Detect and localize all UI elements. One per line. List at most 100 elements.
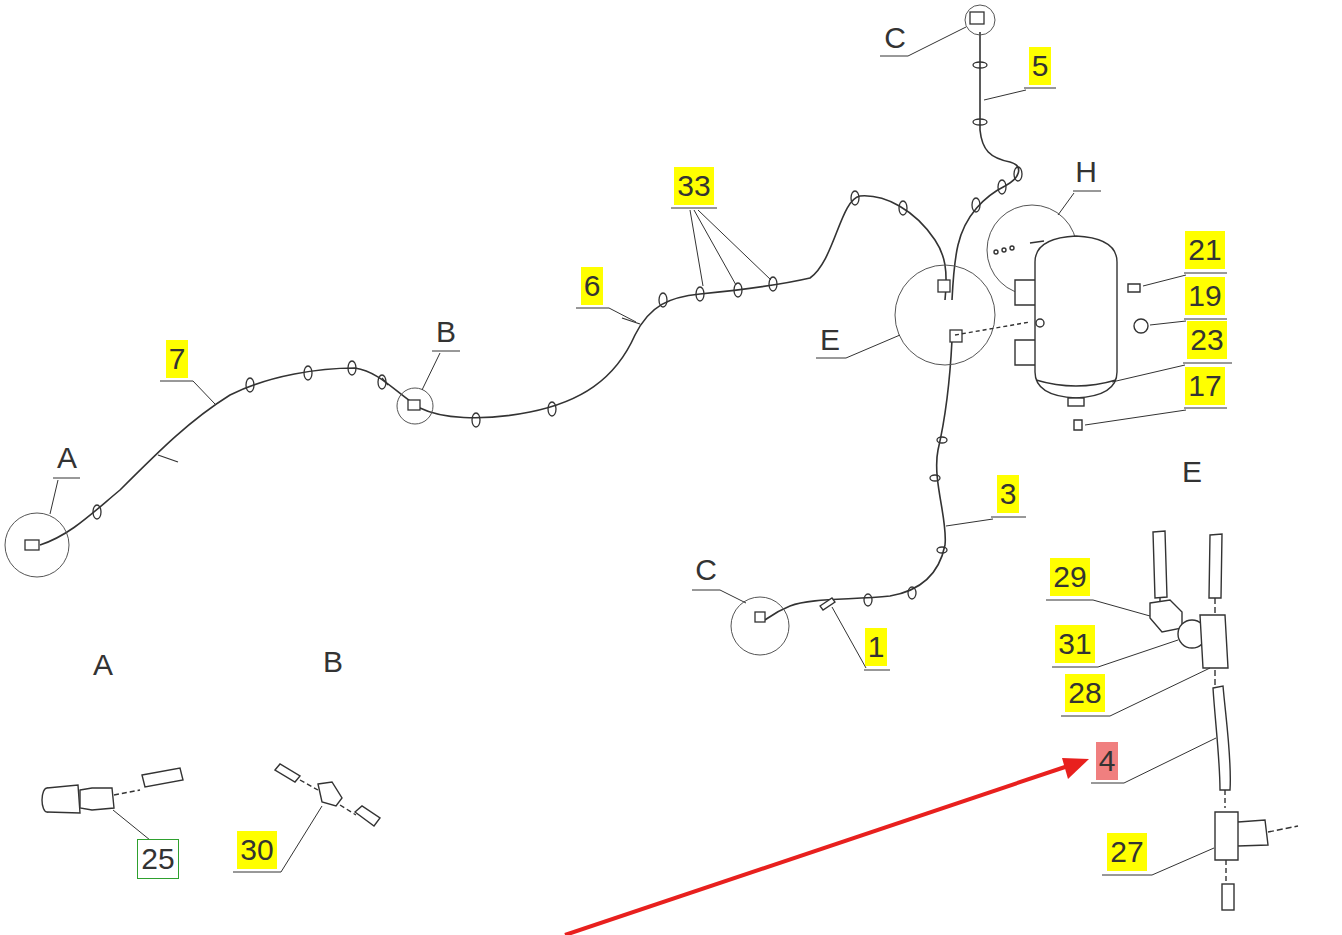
drawing-stroke [142,768,183,787]
drawing-stroke [938,280,950,292]
callout-number: 3 [997,475,1020,513]
callout-number: 28 [1065,674,1104,712]
drawing-stroke [952,32,1019,300]
drawing-stroke [1030,241,1044,243]
drawing-stroke [233,806,322,872]
drawing-stroke [895,265,995,365]
callout-number: 21 [1185,231,1224,269]
drawing-stroke [851,191,859,205]
drawing-stroke [734,283,742,297]
drawing-stroke [300,780,318,790]
drawing-stroke [340,805,356,815]
detail-e-parts [1150,531,1298,910]
drawing-stroke [1061,668,1210,716]
drawing-stroke [1200,615,1228,668]
drawing-stroke [355,806,380,826]
view-letter: A [90,646,116,684]
drawing-stroke [93,505,101,519]
drawing-stroke [25,540,39,550]
drawing-stroke [472,413,480,427]
view-letter: A [54,439,80,477]
drawing-stroke [899,201,907,215]
drawing-stroke [50,478,80,514]
pipe-clip [93,62,1022,606]
drawing-stroke [1035,236,1117,398]
drawing-stroke [160,381,215,404]
drawing-stroke [80,788,114,810]
drawing-stroke [114,790,140,795]
leader-line [50,27,1232,875]
drawing-stroke [692,590,746,603]
fittings [25,12,984,622]
drawing-stroke [765,340,952,620]
drawing-stroke [946,517,1026,526]
drawing-stroke [397,388,433,424]
drawing-stroke [671,208,771,286]
drawing-stroke [970,12,984,24]
drawing-stroke [422,351,460,390]
drawing-stroke [1153,531,1167,598]
callout-number: 4 [1096,742,1119,780]
drawing-stroke [1209,534,1222,598]
drawing-stroke [1222,884,1234,910]
drawing-stroke [1068,398,1084,406]
drawing-stroke [246,378,254,392]
drawing-stroke [937,547,947,553]
drawing-stroke [965,5,995,35]
drawing-stroke [832,607,890,670]
callout-number: 33 [674,167,713,205]
drawing-stroke [1215,812,1268,860]
drawing-stroke [864,594,872,606]
detail-circle [5,5,1077,655]
drawing-stroke [998,180,1006,194]
callout-number: 19 [1185,277,1224,315]
drawing-stroke [304,366,312,380]
drawing-stroke [1058,191,1101,215]
callout-number: 27 [1107,833,1146,871]
drawing-stroke [275,764,300,782]
drawing-stroke [47,785,80,813]
drawing-stroke [113,810,150,840]
callout-number: 29 [1050,558,1089,596]
drawing-stroke [1036,380,1116,386]
drawing-stroke [5,513,69,577]
drawing-stroke [1225,860,1226,882]
callout-number: 1 [865,628,888,666]
view-letter: B [320,643,346,681]
drawing-stroke [973,62,987,68]
drawing-stroke [1074,420,1082,430]
drawing-stroke [950,330,962,342]
drawing-stroke [1128,284,1140,292]
detail-a-b-parts [42,764,380,826]
drawing-stroke [1085,408,1227,425]
drawing-stroke [40,196,946,545]
drawing-stroke [576,308,636,322]
callout-number: 5 [1029,47,1052,85]
drawing-stroke [972,198,980,212]
pipe-run [40,32,1019,620]
drawing-stroke [1002,248,1006,252]
callout-number: 6 [581,267,604,305]
drawing-stroke [348,361,356,375]
callout-number: 25 [137,839,178,879]
drawing-stroke [696,287,704,301]
callout-number: 7 [166,340,189,378]
drawing-stroke [659,293,667,307]
drawing-stroke [318,782,342,806]
drawing-stroke [1134,319,1148,333]
drawing-stroke [158,318,640,462]
air-tank [955,236,1148,430]
drawing-stroke [408,400,420,410]
callout-number: 30 [237,831,276,869]
drawing-stroke [1062,758,1089,779]
view-letter: B [433,313,459,351]
drawing-stroke [1150,600,1182,632]
drawing-stroke [1268,826,1298,832]
view-letter: C [881,19,909,57]
callout-number: 23 [1187,321,1226,359]
view-letter: H [1072,153,1100,191]
drawing-stroke [1091,738,1216,783]
drawing-stroke [1224,790,1225,808]
drawing-stroke [930,475,940,481]
